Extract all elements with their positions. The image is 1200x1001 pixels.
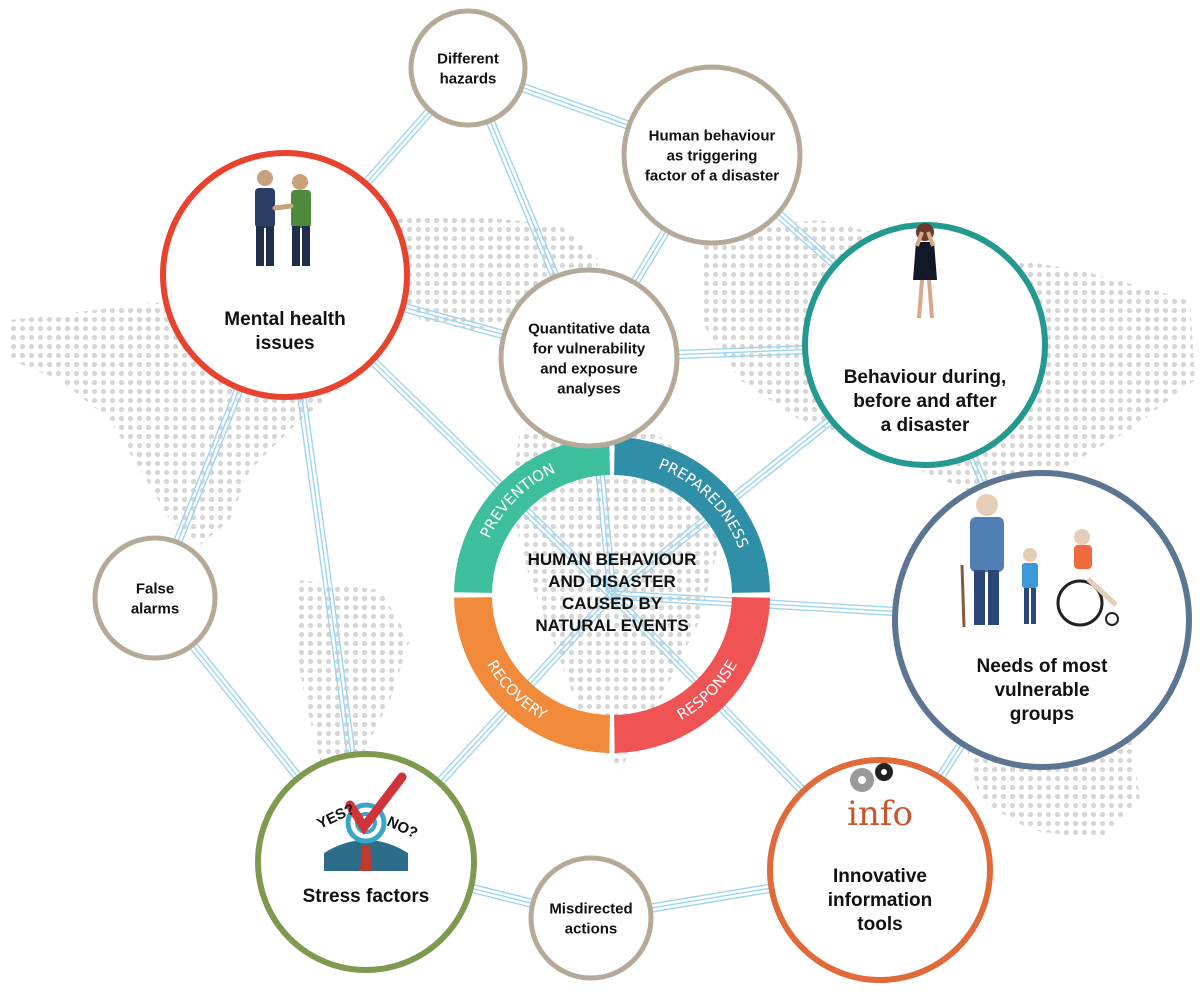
ring-segment-recovery <box>454 597 610 753</box>
distressed-woman-icon <box>913 223 937 319</box>
node-circle <box>528 855 654 981</box>
handshake-people-icon <box>255 170 311 266</box>
node-circle <box>408 8 528 128</box>
node-circle <box>92 535 218 661</box>
info-text: info <box>847 794 913 834</box>
gears-info-icon: info <box>847 763 913 834</box>
ring-segment-response <box>614 597 770 753</box>
ring-segment-preparedness <box>614 437 770 593</box>
node-circle <box>767 757 993 983</box>
node-circle <box>498 267 680 449</box>
ring-segment-prevention <box>454 437 610 593</box>
map-south-america <box>295 580 410 790</box>
node-circle <box>621 64 803 246</box>
node-circle <box>160 150 410 400</box>
node-circle <box>892 470 1192 770</box>
node-label: Stress factors <box>303 886 430 907</box>
vulnerable-groups-icon <box>960 494 1119 628</box>
